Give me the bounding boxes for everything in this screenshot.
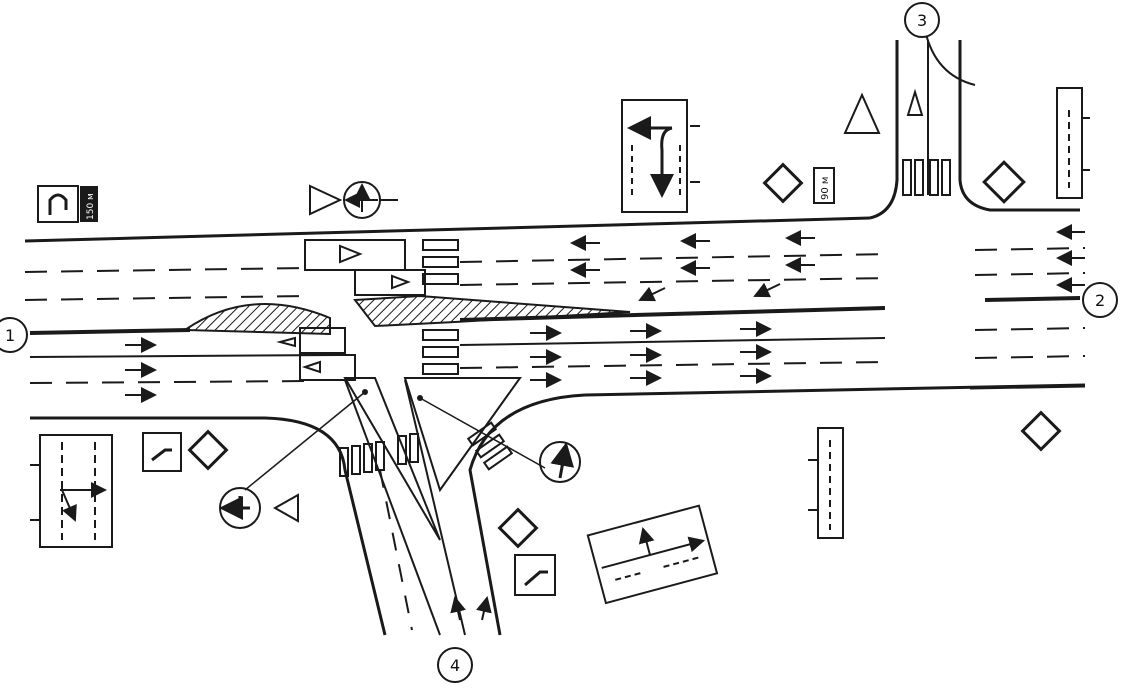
turn-sign-icon (142, 432, 182, 472)
crosswalk-main (422, 239, 459, 375)
approach-label-3: 3 (904, 2, 940, 38)
approach-number-2: 2 (1095, 291, 1105, 310)
island-triangle-2 (403, 377, 522, 493)
lane-dash (29, 380, 311, 384)
priority-road-sign-icon (762, 162, 804, 204)
priority-road-sign-bl-icon (187, 429, 229, 471)
lane-dash (459, 361, 886, 369)
lane-dash (974, 327, 1086, 331)
south-dash (379, 469, 413, 631)
yield-sign-icon (309, 184, 343, 216)
approach-number-3: 3 (917, 11, 927, 30)
approach-number-4: 4 (450, 656, 460, 675)
lane-line (29, 354, 341, 358)
lane-direction-board-top (621, 99, 700, 213)
lane-arrows-upper (570, 224, 1085, 302)
uturn-distance-plate: 150 м (86, 193, 96, 220)
lane-arrows-lower (125, 321, 772, 403)
approach-label-4: 4 (437, 647, 473, 683)
give-way-blocks (276, 239, 426, 381)
road-edge-right-bottom (969, 384, 1086, 390)
uturn-sign: 150 м (37, 185, 98, 223)
south-road-edge-right (468, 393, 586, 636)
north-road (902, 29, 976, 196)
lane-board-bottom-center (586, 504, 719, 605)
south-arrows (450, 596, 492, 621)
approach-label-1: 1 (0, 317, 28, 353)
distance-plate: 90 м (820, 177, 831, 200)
center-line-right (984, 296, 1081, 302)
lane-dash (974, 272, 1086, 276)
south-road-edge-left (264, 416, 387, 636)
island-triangle (343, 377, 441, 541)
mandatory-sign-center-icon (539, 441, 581, 483)
south-turn-lane-right (404, 379, 466, 636)
lane-dash (974, 247, 1086, 251)
triangle-marking (276, 336, 296, 348)
priority-road-sign-br-icon (1020, 410, 1062, 452)
triangle-marking (391, 274, 411, 290)
lane-dash (974, 355, 1086, 359)
lane-dash (24, 267, 306, 273)
signs: 150 м 90 м (30, 87, 1090, 605)
lane-board-bottom-right (808, 427, 844, 539)
road-edge-top (24, 216, 871, 243)
corner-top-right-curve-2 (958, 40, 1080, 212)
crosswalk-north (902, 159, 951, 196)
crosswalk-south (339, 421, 514, 477)
south-turn-lane-left (344, 379, 441, 636)
approach-label-2: 2 (1082, 282, 1118, 318)
hatched-island-right (353, 294, 631, 328)
lane-dash (459, 277, 891, 286)
yield-sign-north-icon (843, 92, 881, 134)
corner-top-right-curve (869, 40, 899, 220)
approach-number-1: 1 (5, 326, 15, 345)
triangle-marking (339, 244, 363, 264)
hatched-island-left (181, 303, 331, 336)
turn-sign-bm-icon (514, 554, 556, 596)
yield-sign-bottom-icon (272, 493, 299, 523)
main-road (24, 40, 1086, 420)
lane-board-bottom-left (30, 434, 113, 548)
give-way-block (354, 269, 426, 296)
lane-line (459, 337, 886, 346)
lane-dash (24, 295, 306, 301)
center-line-left (29, 328, 191, 335)
lane-board-right-top (1056, 87, 1090, 199)
priority-road-sign-bm-icon (497, 507, 539, 549)
give-way-block (299, 354, 356, 381)
south-road (264, 377, 586, 636)
triangle-marking (301, 360, 321, 374)
triangle-marking-north (906, 88, 924, 116)
lane-dash (459, 253, 891, 263)
priority-road-sign-right-icon (982, 160, 1026, 204)
give-way-block (299, 327, 346, 354)
